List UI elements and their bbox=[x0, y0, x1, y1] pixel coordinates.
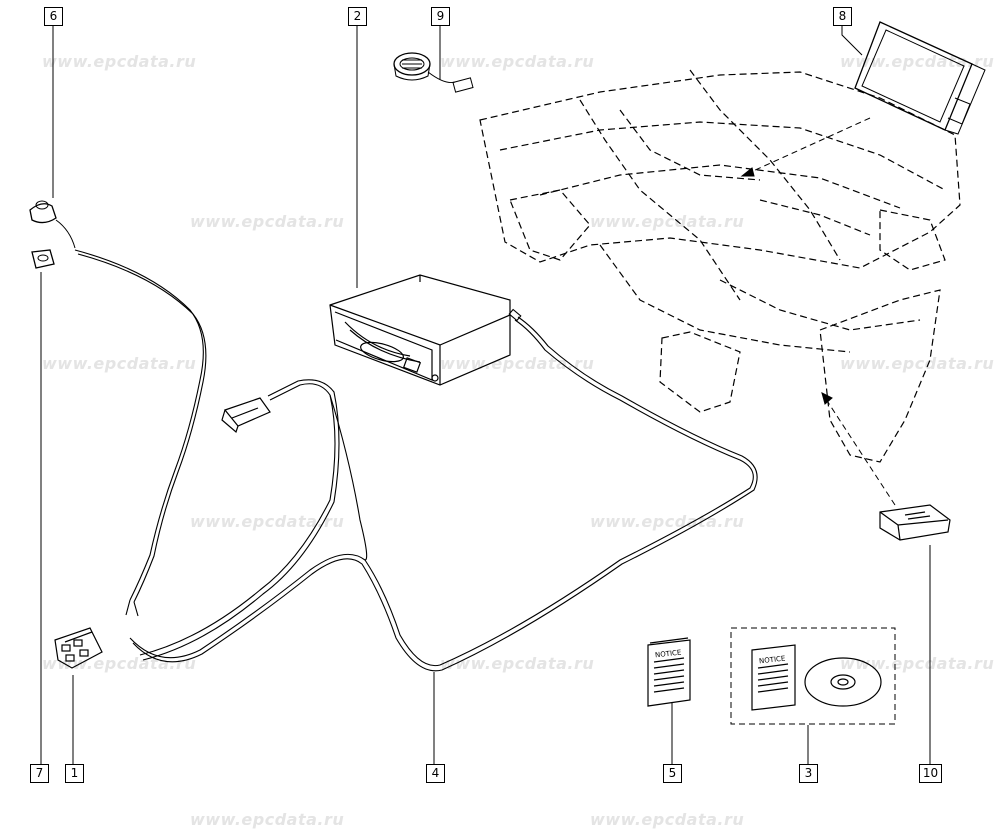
leader-line-8 bbox=[841, 25, 863, 56]
dashboard-assembly bbox=[479, 69, 961, 463]
notice-label: NOTICE bbox=[655, 649, 682, 660]
callout-5: 5 bbox=[663, 764, 682, 783]
harness-connector bbox=[221, 397, 271, 434]
microphone-unit bbox=[393, 52, 474, 93]
callout-8: 8 bbox=[833, 7, 852, 26]
control-module bbox=[879, 504, 951, 541]
kit-box bbox=[730, 627, 896, 725]
callout-9: 9 bbox=[431, 7, 450, 26]
wiring-harness bbox=[74, 249, 758, 672]
arrow-head bbox=[821, 392, 833, 405]
dashed-arrow bbox=[821, 392, 896, 506]
notice-booklet bbox=[647, 637, 691, 707]
display-screen bbox=[854, 21, 986, 135]
antenna-connector bbox=[29, 200, 76, 249]
notice-label: NOTICE bbox=[759, 655, 786, 666]
callout-10: 10 bbox=[919, 764, 942, 783]
connector-block bbox=[54, 627, 103, 669]
antenna-nut bbox=[31, 249, 55, 269]
callout-6: 6 bbox=[44, 7, 63, 26]
navigation-unit bbox=[329, 274, 511, 386]
dashed-arrow bbox=[741, 117, 871, 177]
callout-4: 4 bbox=[426, 764, 445, 783]
callout-1: 1 bbox=[65, 764, 84, 783]
arrow-head bbox=[740, 167, 755, 177]
callout-3: 3 bbox=[799, 764, 818, 783]
kit-notice bbox=[751, 644, 796, 711]
callout-2: 2 bbox=[348, 7, 367, 26]
callout-7: 7 bbox=[30, 764, 49, 783]
disc bbox=[804, 657, 882, 707]
